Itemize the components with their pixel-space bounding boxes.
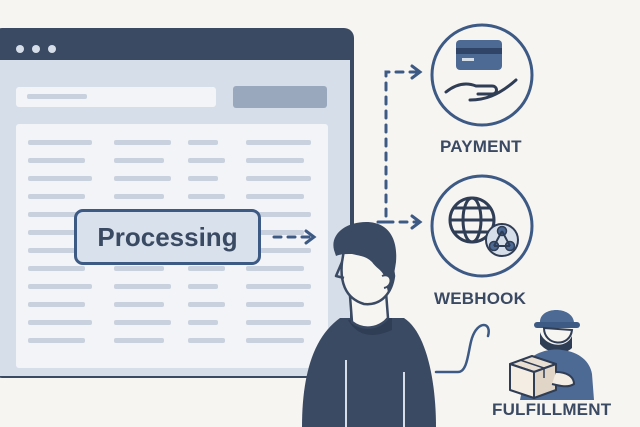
address-bar <box>16 87 216 107</box>
window-dot-icon <box>48 45 56 53</box>
package-box-icon <box>509 355 557 399</box>
skeleton-line <box>114 266 164 271</box>
routing-arrows <box>376 64 490 374</box>
webhook-node <box>430 174 534 278</box>
credit-card-hand-icon <box>444 40 518 102</box>
skeleton-line <box>28 140 92 145</box>
skeleton-line <box>114 194 164 199</box>
skeleton-line <box>188 176 218 181</box>
skeleton-line <box>114 176 171 181</box>
fulfillment-label: FULFILLMENT <box>492 400 612 419</box>
person-figure <box>302 222 436 427</box>
skeleton-line <box>188 338 225 343</box>
globe-webhook-icon <box>448 196 519 257</box>
skeleton-line <box>28 284 92 289</box>
skeleton-line <box>246 176 311 181</box>
skeleton-line <box>114 158 164 163</box>
status-badge-text: Processing <box>97 221 238 252</box>
skeleton-line <box>246 302 304 307</box>
skeleton-line <box>188 320 218 325</box>
skeleton-line <box>188 302 225 307</box>
skeleton-line <box>28 302 85 307</box>
skeleton-line <box>28 338 85 343</box>
skeleton-line <box>188 284 218 289</box>
browser-window <box>0 28 354 378</box>
skeleton-line <box>114 302 164 307</box>
skeleton-line <box>246 284 311 289</box>
skeleton-line <box>246 140 311 145</box>
skeleton-line <box>246 338 304 343</box>
status-badge: Processing <box>74 209 261 265</box>
skeleton-line <box>114 284 171 289</box>
skeleton-line <box>28 194 85 199</box>
delivery-worker-icon <box>509 310 594 400</box>
skeleton-line <box>246 212 311 217</box>
toolbar-button <box>233 86 327 108</box>
payment-node <box>430 23 534 127</box>
skeleton-line <box>28 230 85 235</box>
skeleton-line <box>28 320 92 325</box>
skeleton-line <box>246 320 311 325</box>
skeleton-line <box>114 320 171 325</box>
skeleton-line <box>188 140 218 145</box>
skeleton-line <box>188 158 225 163</box>
skeleton-line <box>246 158 304 163</box>
skeleton-line <box>114 338 164 343</box>
skeleton-line <box>188 194 225 199</box>
skeleton-line <box>28 158 85 163</box>
arrow-to-person <box>272 229 317 245</box>
skeleton-line <box>246 194 304 199</box>
skeleton-line <box>114 140 171 145</box>
window-dot-icon <box>32 45 40 53</box>
window-dot-icon <box>16 45 24 53</box>
skeleton-line <box>28 266 85 271</box>
skeleton-line <box>188 266 225 271</box>
skeleton-line <box>246 266 304 271</box>
skeleton-line <box>28 176 92 181</box>
payment-label: PAYMENT <box>440 137 522 156</box>
webhook-label: WEBHOOK <box>434 289 527 308</box>
skeleton-line <box>246 248 311 253</box>
